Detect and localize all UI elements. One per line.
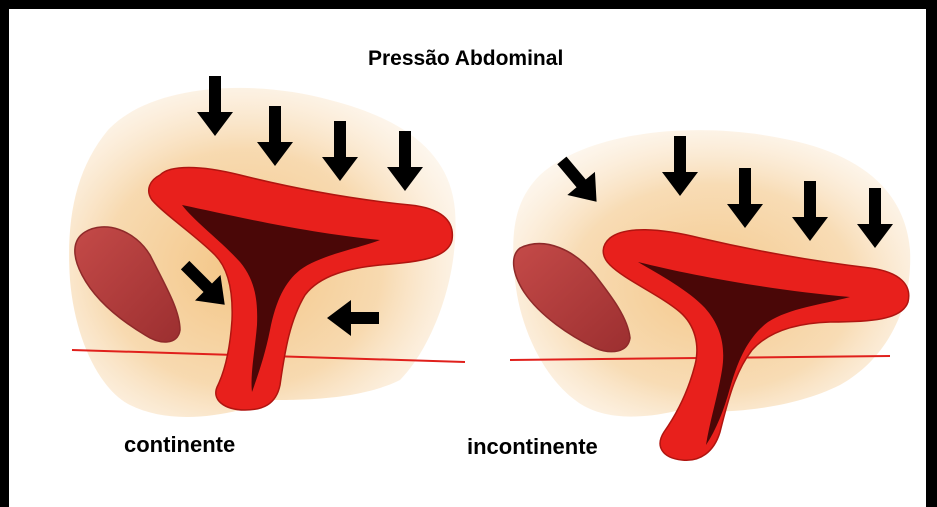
continent-diagram [69,76,465,417]
incontinent-diagram [510,130,910,460]
label-continente: continente [124,432,235,458]
diagram-title: Pressão Abdominal [368,47,563,71]
label-incontinente: incontinente [467,434,598,460]
